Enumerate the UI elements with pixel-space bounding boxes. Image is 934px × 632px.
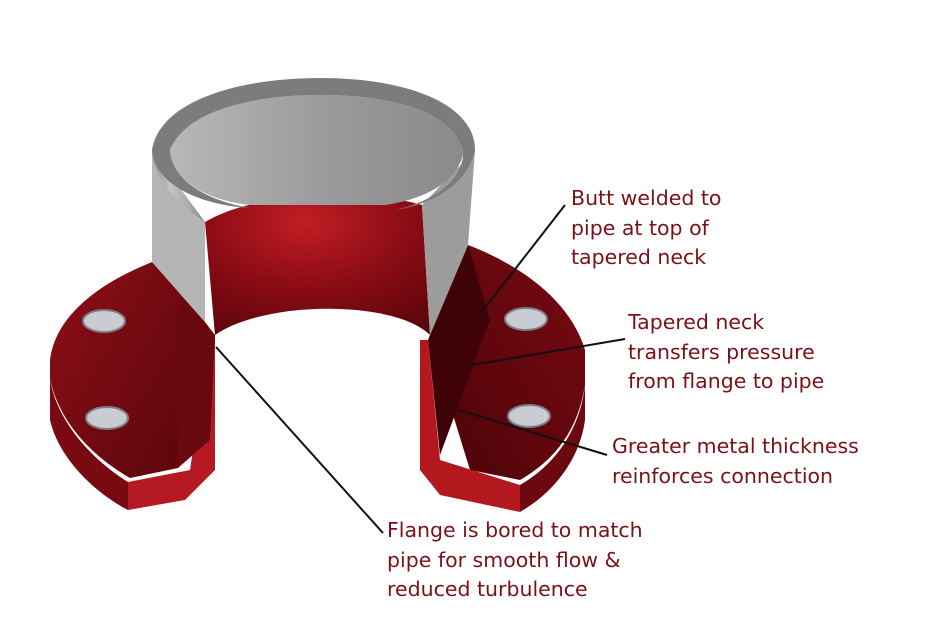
bolt-hole-right-bottom: [507, 404, 551, 428]
neck-right-taper: [428, 245, 490, 455]
label-line: Flange is bored to match: [387, 518, 643, 542]
flange-left-cut-face: [128, 335, 215, 510]
label-metal-thickness: Greater metal thickness reinforces conne…: [612, 432, 859, 491]
leader-lines: [215, 204, 626, 534]
bolt-hole-right-top: [504, 307, 548, 331]
label-line: transfers pressure: [628, 339, 815, 364]
flange-left-side-face: [50, 378, 128, 510]
label-line: tapered neck: [571, 245, 707, 269]
label-line: Tapered neck: [628, 310, 765, 334]
bolt-hole-left-bottom: [85, 406, 129, 430]
label-bore: Flange is bored to match pipe for smooth…: [387, 516, 643, 605]
flange-right-cut-face: [420, 340, 520, 512]
flange-left-half: [50, 262, 215, 510]
neck-left-taper: [152, 262, 215, 468]
flange-right-side-face: [520, 385, 585, 512]
leader-line-tapered-neck: [465, 338, 626, 367]
pipe-collar-inner-wall: [170, 95, 463, 205]
leader-line-butt-weld: [476, 204, 566, 319]
label-line: reduced turbulence: [387, 577, 588, 601]
bolt-holes: [82, 307, 551, 430]
label-butt-weld: Butt welded to pipe at top of tapered ne…: [571, 184, 721, 273]
pipe-collar: [152, 78, 475, 335]
leader-line-bore: [215, 346, 384, 534]
bore-inner-surface: [205, 194, 430, 335]
label-line: pipe at top of: [571, 215, 709, 240]
label-line: pipe for smooth flow &: [387, 547, 621, 572]
pipe-collar-front-band: [152, 150, 205, 322]
leader-line-metal-thickness: [458, 409, 608, 456]
label-line: Butt welded to: [571, 186, 722, 210]
label-line: from flange to pipe: [628, 369, 825, 393]
label-tapered-neck: Tapered neck transfers pressure from fla…: [628, 308, 824, 397]
bolt-hole-left-top: [82, 309, 126, 333]
label-line: Greater metal thickness: [612, 434, 859, 458]
flange-left-top-face: [50, 262, 178, 478]
label-line: reinforces connection: [612, 463, 834, 488]
